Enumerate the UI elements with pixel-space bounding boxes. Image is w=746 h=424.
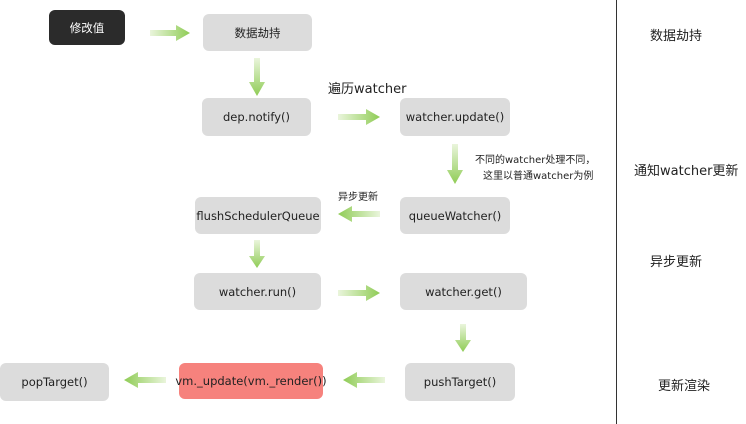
stage-update-render: 更新渲染 <box>658 379 711 394</box>
node-dep-notify: dep.notify() <box>202 98 311 136</box>
arrow-vmupdate-to-pop <box>124 372 166 388</box>
stage-async-update: 异步更新 <box>650 255 703 270</box>
node-watcher-update: watcher.update() <box>400 98 510 136</box>
arrow-modify-to-hijack <box>150 25 190 41</box>
arrow-push-to-vmupdate <box>343 372 385 388</box>
annotation-different-watcher-2: 这里以普通watcher为例 <box>483 171 594 182</box>
node-watcher-get: watcher.get() <box>400 273 527 310</box>
arrow-run-to-get <box>338 285 380 301</box>
arrow-hijack-to-notify <box>249 58 265 96</box>
arrow-notify-to-update <box>338 109 380 125</box>
annotation-different-watcher-1: 不同的watcher处理不同， <box>475 155 596 166</box>
arrow-flush-to-run <box>249 240 265 268</box>
node-data-hijack: 数据劫持 <box>203 14 312 51</box>
stage-data-hijack: 数据劫持 <box>650 29 703 44</box>
stage-notify-watcher-update: 通知watcher更新 <box>634 164 739 179</box>
annotation-async-update: 异步更新 <box>338 192 378 203</box>
arrow-update-to-queue <box>447 144 463 184</box>
node-watcher-run: watcher.run() <box>194 273 321 310</box>
annotation-iterate-watcher: 遍历watcher <box>328 82 407 97</box>
node-push-target: pushTarget() <box>405 363 515 401</box>
node-modify-value: 修改值 <box>49 10 125 45</box>
arrow-queue-to-flush <box>338 206 380 222</box>
arrow-get-to-push <box>455 324 471 352</box>
node-flush-scheduler-queue: flushSchedulerQueue <box>195 197 321 234</box>
node-queue-watcher: queueWatcher() <box>400 197 510 234</box>
node-pop-target: popTarget() <box>0 363 109 401</box>
node-vm-update: vm._update(vm._render()) <box>175 363 327 399</box>
stage-divider <box>616 0 617 424</box>
